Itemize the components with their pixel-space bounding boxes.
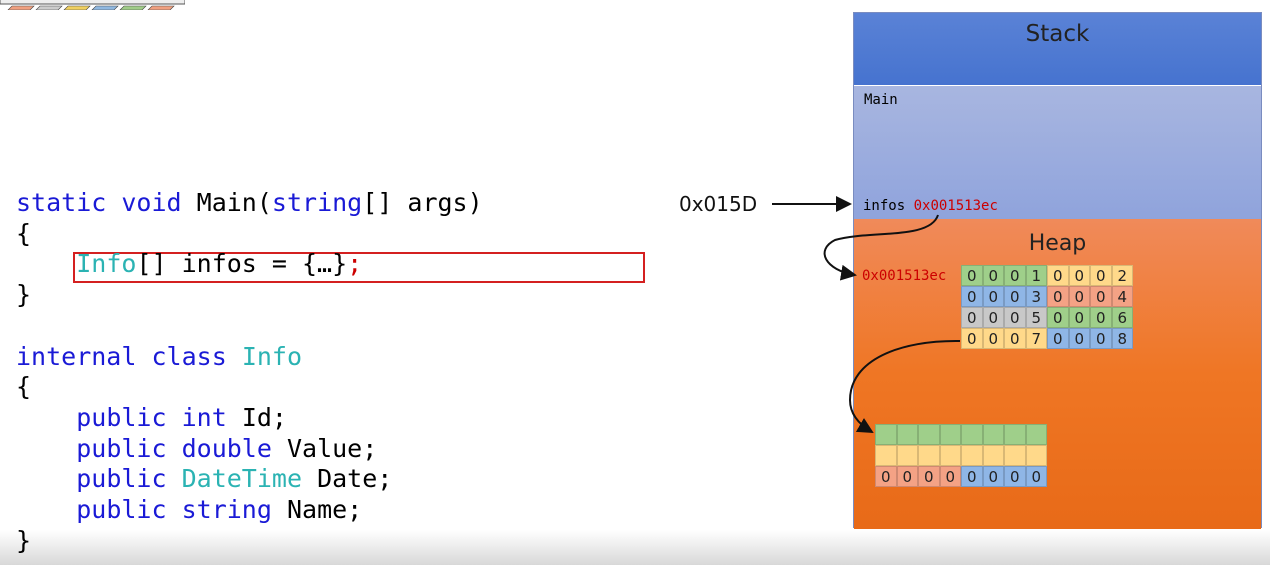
object-cell: 0 — [939, 466, 961, 487]
object-cell — [1025, 424, 1047, 445]
array-cell: 1 — [1025, 265, 1047, 286]
object-cell: 0 — [875, 466, 897, 487]
code-line: static void Main(string[] args) — [16, 188, 483, 217]
object-cell — [896, 445, 918, 466]
array-cell: 0 — [1068, 286, 1090, 307]
object-cell — [875, 424, 897, 445]
array-cell: 0 — [1004, 286, 1026, 307]
object-cell — [1025, 445, 1047, 466]
stack-header: Stack — [854, 13, 1261, 85]
array-cell: 0 — [1004, 307, 1026, 328]
array-cell: 0 — [1047, 286, 1069, 307]
stack-to-heap-arrow — [823, 214, 939, 281]
pointer-label: 0x015D — [679, 192, 758, 216]
object-cell — [918, 445, 940, 466]
object-cell — [939, 424, 961, 445]
array-cell: 0 — [1090, 328, 1112, 349]
stack-frame-main: Main infos 0x001513ec — [854, 85, 1261, 220]
object-cell: 0 — [918, 466, 940, 487]
array-cell: 4 — [1111, 286, 1133, 307]
array-cell: 0 — [982, 265, 1004, 286]
object-cell: 0 — [1004, 466, 1026, 487]
array-to-object-arrow — [848, 339, 961, 434]
array-cell: 0 — [1090, 265, 1112, 286]
object-cell — [1004, 445, 1026, 466]
object-cell — [982, 424, 1004, 445]
array-cell: 0 — [982, 328, 1004, 349]
object-cell: 0 — [982, 466, 1004, 487]
array-cell: 0 — [1047, 307, 1069, 328]
array-cell: 0 — [1090, 286, 1112, 307]
array-cell: 0 — [1047, 265, 1069, 286]
array-cell: 0 — [1047, 328, 1069, 349]
array-cell: 0 — [982, 286, 1004, 307]
code-block: static void Main(string[] args) { Info[]… — [16, 188, 483, 555]
array-cell: 0 — [1090, 307, 1112, 328]
highlight-box — [73, 252, 645, 283]
object-cell: 0 — [896, 466, 918, 487]
array-cell: 0 — [982, 307, 1004, 328]
object-cell — [918, 424, 940, 445]
array-cell: 0 — [961, 286, 983, 307]
object-cell — [875, 445, 897, 466]
array-cell: 8 — [1111, 328, 1133, 349]
object-cell: 0 — [1025, 466, 1047, 487]
stack-variable: infos 0x001513ec — [863, 198, 998, 214]
array-cell: 7 — [1025, 328, 1047, 349]
array-cell: 0 — [961, 265, 983, 286]
array-cell: 0 — [961, 307, 983, 328]
object-cell — [1004, 424, 1026, 445]
object-cell — [961, 424, 983, 445]
array-cell: 3 — [1025, 286, 1047, 307]
object-cell — [961, 445, 983, 466]
array-cell: 0 — [1068, 328, 1090, 349]
object-cell — [939, 445, 961, 466]
array-cell: 0 — [1068, 307, 1090, 328]
array-cell: 0 — [1068, 265, 1090, 286]
object-cell — [896, 424, 918, 445]
array-cell: 0 — [1004, 265, 1026, 286]
object-cell: 0 — [961, 466, 983, 487]
toolbar-swatches — [0, 0, 185, 10]
array-cell: 2 — [1111, 265, 1133, 286]
object-cell — [982, 445, 1004, 466]
array-cell: 5 — [1025, 307, 1047, 328]
footer-bar — [0, 530, 1270, 565]
array-cell: 0 — [961, 328, 983, 349]
array-cell: 6 — [1111, 307, 1133, 328]
array-cell: 0 — [1004, 328, 1026, 349]
